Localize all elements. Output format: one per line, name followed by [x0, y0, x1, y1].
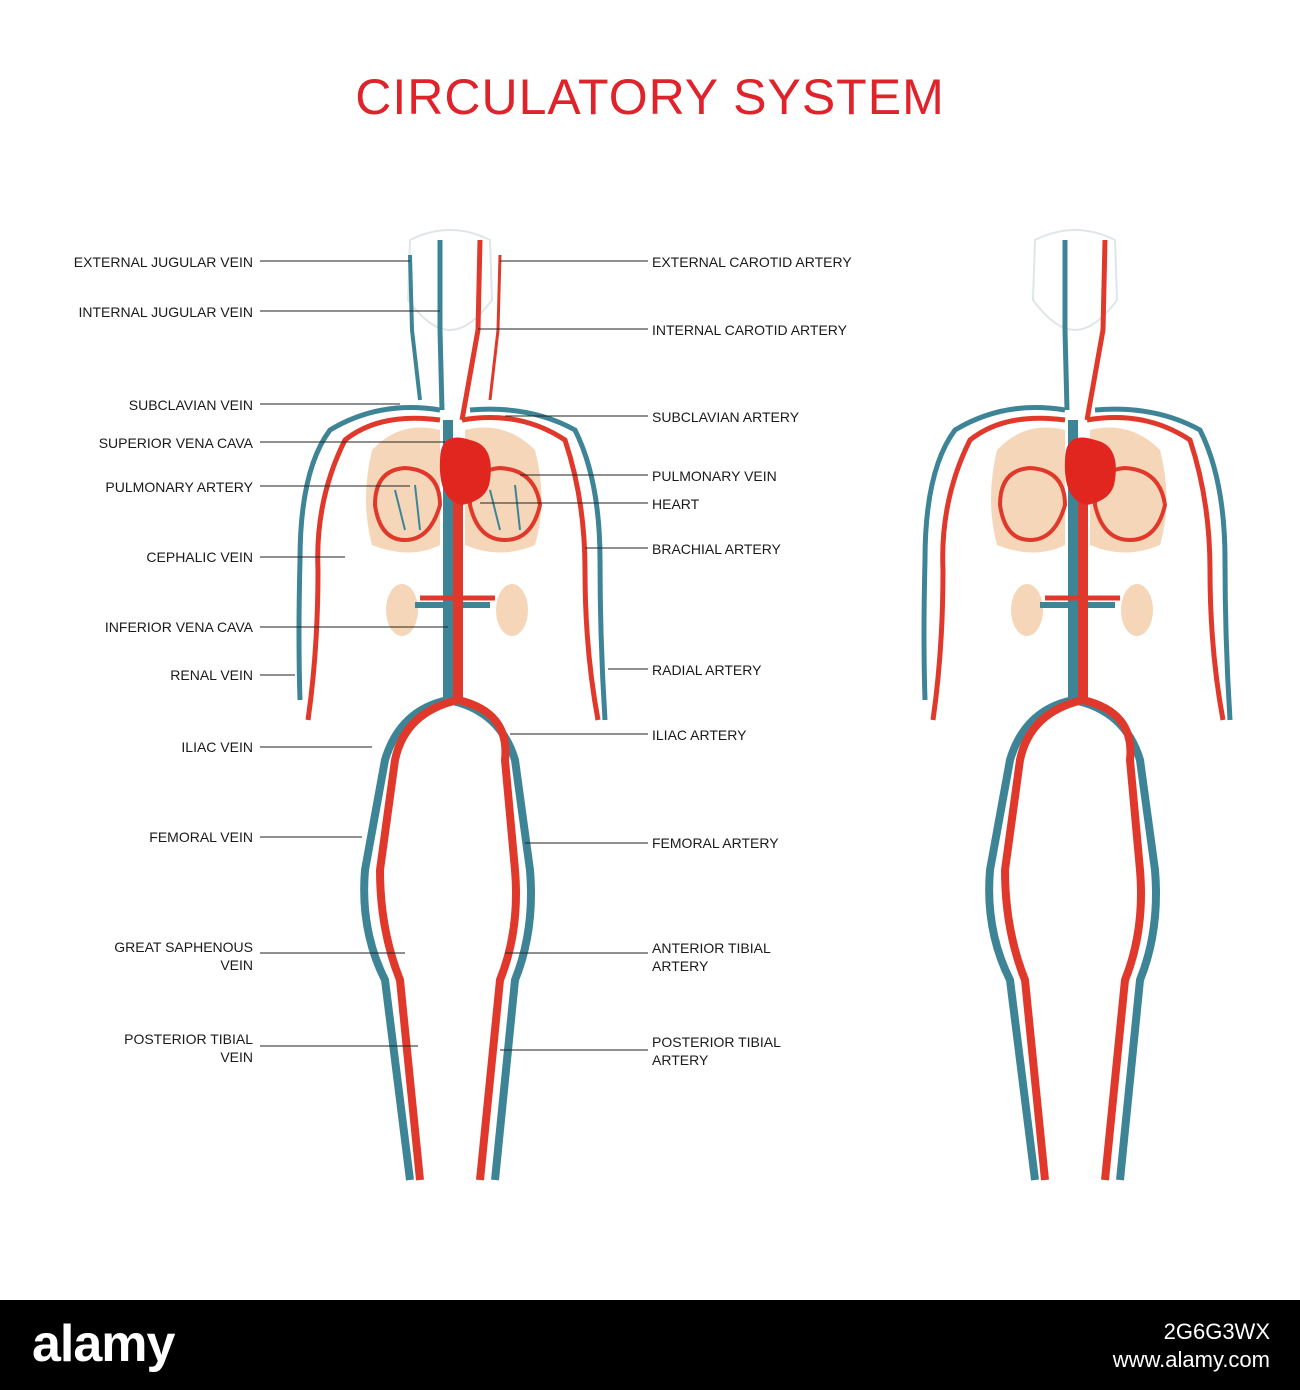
ext-jugular-vein: [410, 255, 420, 400]
circulatory-diagram: [0, 0, 1300, 1300]
label-internal-jugular-vein: INTERNAL JUGULAR VEIN: [8, 303, 253, 321]
stock-info: 2G6G3WX www.alamy.com: [1113, 1318, 1270, 1374]
label-iliac-vein: ILIAC VEIN: [8, 738, 253, 756]
label-renal-vein: RENAL VEIN: [8, 666, 253, 684]
label-cephalic-vein: CEPHALIC VEIN: [8, 548, 253, 566]
heart-2: [1065, 438, 1116, 506]
label-subclavian-artery: SUBCLAVIAN ARTERY: [652, 408, 912, 426]
label-superior-vena-cava: SUPERIOR VENA CAVA: [8, 434, 253, 452]
label-femoral-vein: FEMORAL VEIN: [8, 828, 253, 846]
label-internal-carotid-artery: INTERNAL CAROTID ARTERY: [652, 321, 912, 339]
label-radial-artery: RADIAL ARTERY: [652, 661, 912, 679]
carotid-artery: [462, 240, 480, 420]
label-posterior-tibial-artery: POSTERIOR TIBIAL ARTERY: [652, 1033, 802, 1069]
diagram-canvas: CIRCULATORY SYSTEM: [0, 0, 1300, 1300]
label-femoral-artery: FEMORAL ARTERY: [652, 834, 912, 852]
label-external-jugular-vein: EXTERNAL JUGULAR VEIN: [8, 253, 253, 271]
iliac-vein-2: [989, 700, 1073, 1180]
iliac-artery-l-2: [1005, 700, 1083, 1180]
label-iliac-artery: ILIAC ARTERY: [652, 726, 912, 744]
label-posterior-tibial-vein: POSTERIOR TIBIAL VEIN: [93, 1030, 253, 1066]
left-kidney-2: [1011, 584, 1043, 636]
iliac-artery-l: [380, 700, 458, 1180]
right-kidney: [496, 584, 528, 636]
carotid-artery-2: [1087, 240, 1105, 420]
brand-logo: alamy: [32, 1314, 174, 1374]
image-id: 2G6G3WX: [1113, 1318, 1270, 1346]
jugular-vein-2: [1065, 240, 1067, 410]
left-kidney: [386, 584, 418, 636]
label-brachial-artery: BRACHIAL ARTERY: [652, 540, 912, 558]
label-heart: HEART: [652, 495, 912, 513]
right-kidney-2: [1121, 584, 1153, 636]
label-anterior-tibial-artery: ANTERIOR TIBIAL ARTERY: [652, 939, 802, 975]
iliac-artery-r: [458, 700, 516, 1180]
label-pulmonary-vein: PULMONARY VEIN: [652, 467, 912, 485]
label-inferior-vena-cava: INFERIOR VENA CAVA: [8, 618, 253, 636]
jugular-vein: [440, 240, 442, 410]
heart: [440, 438, 491, 506]
figure-front-labeled: [299, 230, 605, 1180]
iliac-artery-r-2: [1083, 700, 1141, 1180]
site-url: www.alamy.com: [1113, 1346, 1270, 1374]
iliac-vein: [364, 700, 448, 1180]
label-subclavian-vein: SUBCLAVIAN VEIN: [8, 396, 253, 414]
label-great-saphenous-vein: GREAT SAPHENOUS VEIN: [93, 938, 253, 974]
figure-front-plain: [924, 230, 1230, 1180]
label-external-carotid-artery: EXTERNAL CAROTID ARTERY: [652, 253, 912, 271]
footer-bar: alamy 2G6G3WX www.alamy.com: [0, 1300, 1300, 1390]
label-pulmonary-artery: PULMONARY ARTERY: [8, 478, 253, 496]
